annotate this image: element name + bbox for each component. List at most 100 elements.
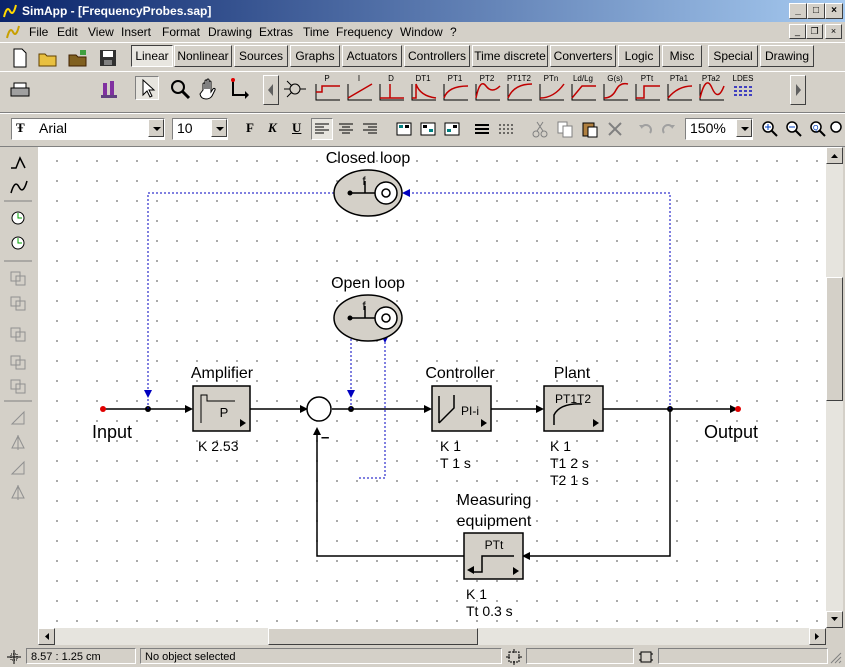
measuring-block[interactable]: PTt [463, 532, 524, 580]
summing-junction[interactable] [306, 396, 332, 422]
zoom-fit-icon[interactable]: Q [808, 119, 828, 139]
resize-grip-icon[interactable] [830, 652, 842, 664]
undo-icon[interactable] [635, 119, 655, 139]
new-file-icon[interactable] [8, 46, 32, 70]
summing-junction-block-icon[interactable] [283, 77, 307, 101]
frame-tool-icon[interactable] [10, 271, 26, 286]
controller-block[interactable]: PI-i [431, 385, 492, 432]
flip-vertical-icon[interactable] [10, 460, 25, 475]
menu-frequency[interactable]: Frequency [336, 25, 393, 39]
flip-horizontal-icon[interactable] [10, 410, 25, 425]
cut-icon[interactable] [530, 119, 550, 139]
open-project-icon[interactable] [66, 46, 90, 70]
print-icon[interactable] [8, 78, 32, 102]
scroll-down-button[interactable] [826, 611, 843, 628]
zoom-in-icon[interactable] [760, 119, 780, 139]
title-bar[interactable]: SimApp - [FrequencyProbes.sap] _ □ × [0, 0, 845, 22]
redo-icon[interactable] [659, 119, 679, 139]
closed-loop-probe[interactable]: f [333, 169, 403, 217]
open-loop-probe[interactable]: f [333, 294, 403, 342]
wave-tool-icon[interactable] [10, 180, 28, 194]
menu-edit[interactable]: Edit [57, 25, 78, 39]
mdi-minimize-button[interactable]: _ [789, 24, 806, 39]
select-pointer-tool[interactable] [135, 76, 159, 100]
tab-special[interactable]: Special [708, 45, 758, 67]
palette-block-pt1[interactable]: PT1 [443, 74, 469, 101]
menu-insert[interactable]: Insert [121, 25, 152, 39]
simulation-gauge-icon[interactable] [98, 77, 122, 101]
vertical-scrollbar[interactable] [826, 147, 843, 628]
menu-file[interactable]: File [29, 25, 49, 39]
tab-logic[interactable]: Logic [618, 45, 660, 67]
chevron-down-icon[interactable] [211, 119, 227, 137]
line-width-icon[interactable] [472, 119, 492, 139]
palette-block-ptt[interactable]: PTt [635, 74, 660, 101]
tab-misc[interactable]: Misc [662, 45, 702, 67]
palette-block-dt1[interactable]: DT1 [411, 74, 437, 101]
mdi-restore-button[interactable]: ❐ [806, 24, 823, 39]
pan-hand-icon[interactable] [197, 77, 221, 101]
probe-tool-icon[interactable] [11, 211, 25, 225]
bold-button[interactable]: F [246, 120, 254, 135]
save-icon[interactable] [96, 46, 120, 70]
maximize-button[interactable]: □ [807, 3, 825, 19]
tab-drawing[interactable]: Drawing [760, 45, 814, 67]
menu-help[interactable]: ? [450, 25, 457, 39]
tab-actuators[interactable]: Actuators [342, 45, 402, 67]
scroll-right-button[interactable] [809, 628, 826, 645]
minimize-button[interactable]: _ [789, 3, 807, 19]
align-right-icon[interactable] [360, 119, 380, 139]
menu-time[interactable]: Time [303, 25, 330, 39]
tab-time-discrete[interactable]: Time discrete [472, 45, 548, 67]
palette-block-gs[interactable]: G(s) [603, 74, 629, 101]
open-folder-icon[interactable] [36, 46, 60, 70]
horizontal-scroll-thumb[interactable] [268, 628, 478, 645]
mdi-close-button[interactable]: × [825, 24, 842, 39]
palette-scroll-left-button[interactable] [263, 75, 279, 105]
wire-feedback-left[interactable] [316, 435, 464, 557]
chevron-down-icon[interactable] [148, 119, 164, 137]
palette-block-ldes[interactable]: LDES [733, 74, 754, 96]
menu-window[interactable]: Window [400, 25, 443, 39]
palette-block-pta2[interactable]: PTa2 [699, 74, 725, 101]
zoom-select[interactable]: 150% [685, 118, 753, 140]
palette-block-ldlg[interactable]: Ld/Lg [571, 74, 596, 101]
plant-block[interactable]: PT1T2 [543, 385, 604, 432]
align-tool-icon[interactable] [10, 327, 26, 342]
palette-block-d[interactable]: D [379, 74, 404, 101]
zoom-out-icon[interactable] [784, 119, 804, 139]
grid-pattern-icon-2[interactable] [418, 119, 438, 139]
wire-feedback-right[interactable] [530, 409, 671, 557]
tab-controllers[interactable]: Controllers [404, 45, 470, 67]
tab-sources[interactable]: Sources [234, 45, 288, 67]
palette-block-i[interactable]: I [347, 74, 373, 101]
scroll-up-button[interactable] [826, 147, 843, 164]
copy-icon[interactable] [555, 119, 575, 139]
palette-block-pt1t2[interactable]: PT1T2 [507, 74, 533, 101]
group-tool-icon[interactable] [10, 296, 26, 311]
grid-pattern-icon-3[interactable] [442, 119, 462, 139]
palette-block-pta1[interactable]: PTa1 [667, 74, 693, 101]
chevron-down-icon[interactable] [736, 119, 752, 137]
probe-wire-open-loop-out[interactable] [357, 318, 386, 479]
vertical-scroll-thumb[interactable] [826, 277, 843, 401]
zoom-magnifier-icon[interactable] [168, 77, 192, 101]
duplicate-tool-icon[interactable] [10, 379, 26, 394]
amplifier-block[interactable]: P [192, 385, 251, 432]
menu-extras[interactable]: Extras [259, 25, 294, 39]
grid-pattern-icon-1[interactable] [394, 119, 414, 139]
menu-drawing[interactable]: Drawing [208, 25, 253, 39]
scroll-left-button[interactable] [38, 628, 55, 645]
font-size-select[interactable]: 10 [172, 118, 228, 140]
paste-icon[interactable] [580, 119, 600, 139]
palette-block-p[interactable]: P [315, 74, 340, 101]
tab-converters[interactable]: Converters [550, 45, 616, 67]
tab-graphs[interactable]: Graphs [290, 45, 340, 67]
menu-view[interactable]: View [88, 25, 114, 39]
clock-tool-icon[interactable] [11, 236, 25, 250]
delete-icon[interactable] [605, 119, 625, 139]
zoom-extra-icon[interactable] [828, 119, 844, 139]
menu-format[interactable]: Format [162, 25, 201, 39]
